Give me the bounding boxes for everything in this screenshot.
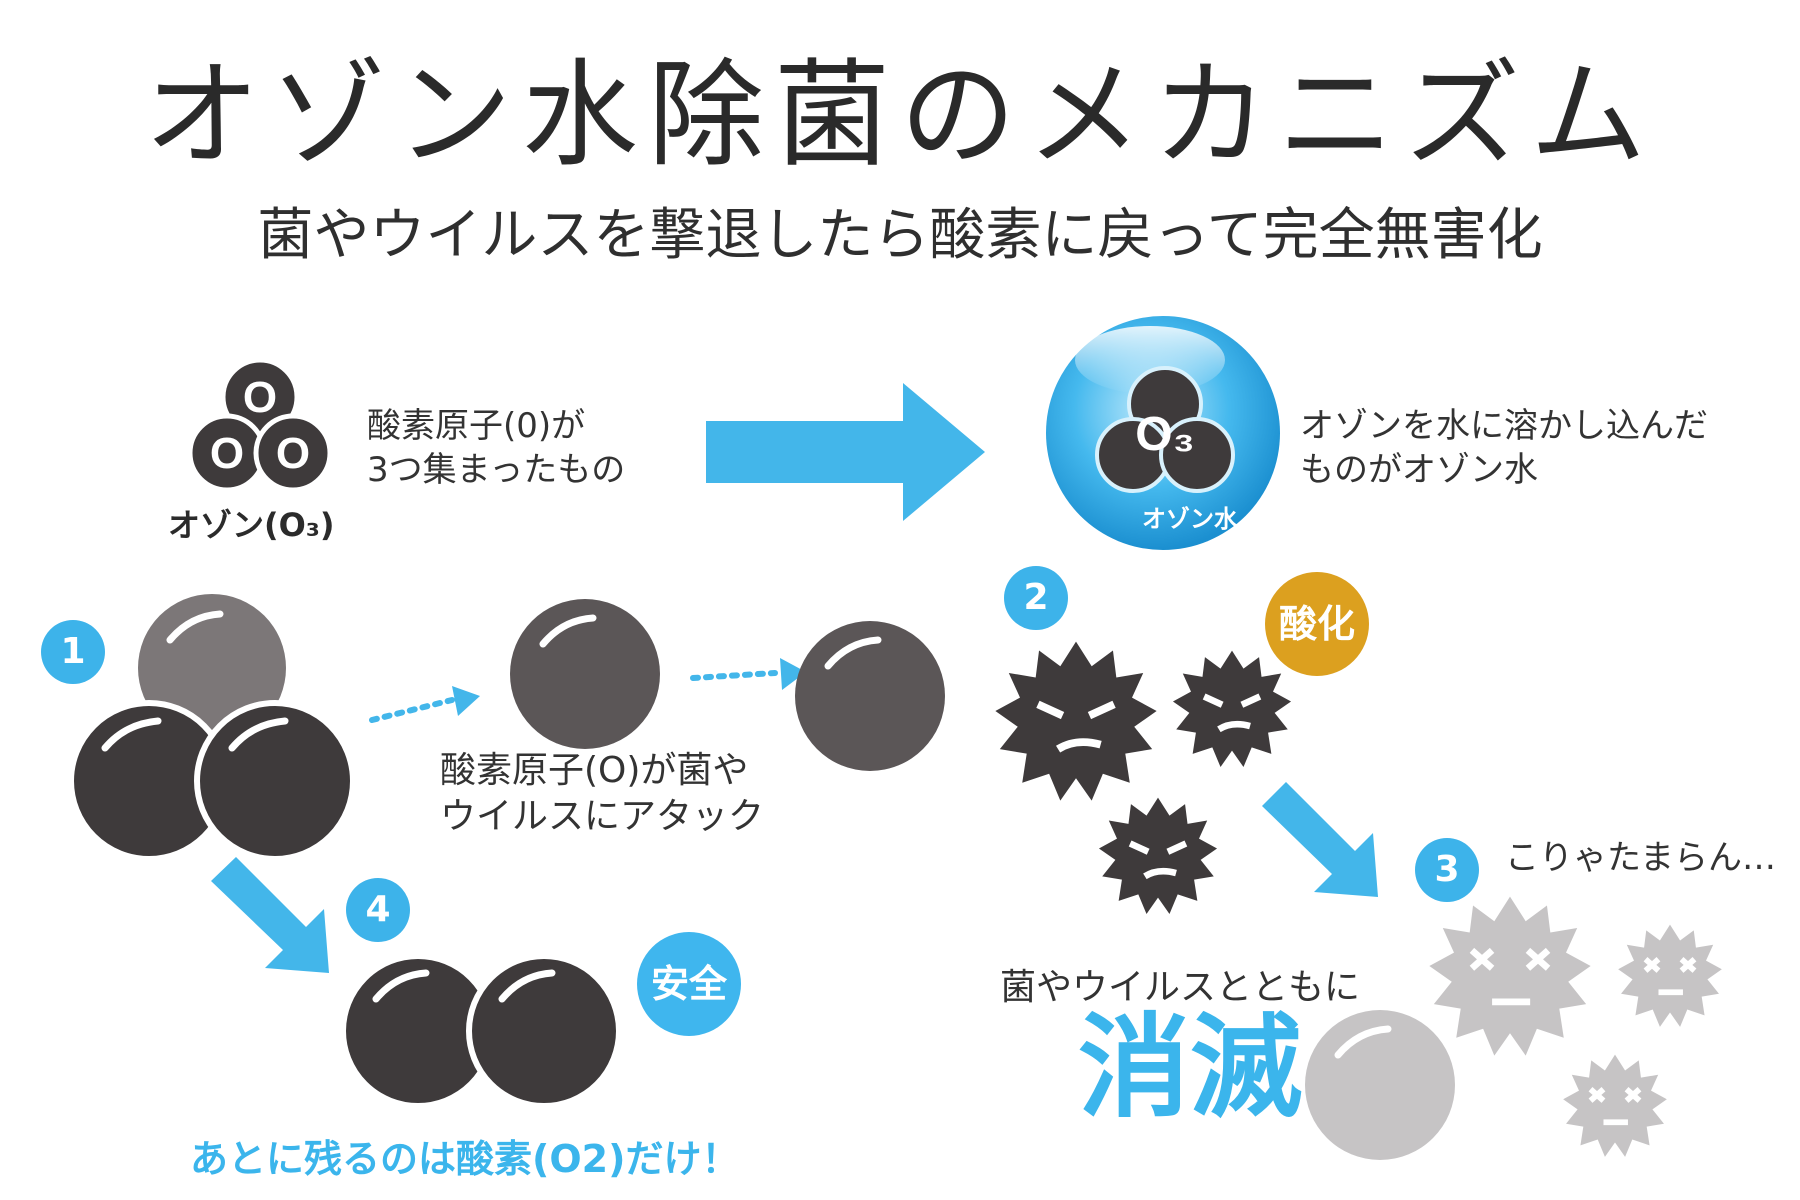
defeated-germ-large (1429, 896, 1591, 1056)
ozone-atom-symbol-right: O (276, 429, 310, 478)
step-number-1: 1 (41, 620, 105, 684)
defeated-germ-medium (1618, 924, 1722, 1027)
arrow-to-step4 (211, 857, 329, 973)
attacking-oxygen-atom (795, 621, 945, 771)
fading-oxygen-atom (1305, 1010, 1455, 1160)
arrow-to-step3 (1262, 782, 1378, 897)
dotted-arrow-1 (369, 686, 480, 723)
ozone-description-line-1: 酸素原子(0)が (367, 406, 586, 446)
germ-small (1098, 797, 1218, 915)
big-right-arrow (706, 383, 985, 521)
oxidize-badge: 酸化 (1265, 572, 1369, 676)
ozone-label: オゾン(O₃) (168, 506, 335, 544)
single-oxygen-atom (510, 599, 660, 749)
oxygen-molecule-o2 (340, 953, 622, 1109)
vanish-lead-text: 菌やウイルスとともに (1000, 967, 1361, 1008)
germ-exclamation: こりゃたまらん… (1505, 838, 1776, 878)
ozone-water-description-line-1: オゾンを水に溶かし込んだ (1300, 406, 1708, 446)
ozone-description-line-2: 3つ集まったもの (367, 450, 626, 490)
step-number-2: 2 (1004, 566, 1068, 630)
ozone-description: 酸素原子(0)が 3つ集まったもの (367, 404, 625, 492)
germ-medium (1172, 650, 1292, 768)
ozone-molecule-icon (187, 357, 333, 493)
ozone-water-formula: O₃ (1135, 408, 1195, 461)
ozone-water-description: オゾンを水に溶かし込んだ ものがオゾン水 (1300, 404, 1708, 492)
safe-badge: 安全 (637, 932, 741, 1036)
step-number-3: 3 (1415, 838, 1479, 902)
step-number-4: 4 (346, 878, 410, 942)
attack-description-line-1: 酸素原子(O)が菌や (440, 750, 749, 791)
page-subtitle: 菌やウイルスを撃退したら酸素に戻って完全無害化 (257, 203, 1543, 268)
ozone-atom-symbol-top: O (243, 373, 277, 422)
ozone-water-drop-label: オゾン水 (1142, 505, 1238, 533)
attack-description: 酸素原子(O)が菌や ウイルスにアタック (440, 748, 764, 840)
germ-large (995, 641, 1157, 801)
ozone-atom-symbol-left: O (210, 429, 244, 478)
page-title: オゾン水除菌のメカニズム (144, 48, 1656, 183)
dotted-arrow-2 (690, 658, 806, 690)
remaining-oxygen-text: あとに残るのは酸素(O2)だけ！ (190, 1137, 740, 1181)
attack-description-line-2: ウイルスにアタック (440, 796, 765, 837)
step1-ozone-molecule (68, 594, 356, 862)
ozone-water-drop-icon (1046, 316, 1280, 550)
ozone-water-description-line-2: ものがオゾン水 (1300, 450, 1538, 490)
vanish-word: 消滅 (1078, 1003, 1302, 1133)
defeated-germ-small (1563, 1054, 1667, 1157)
